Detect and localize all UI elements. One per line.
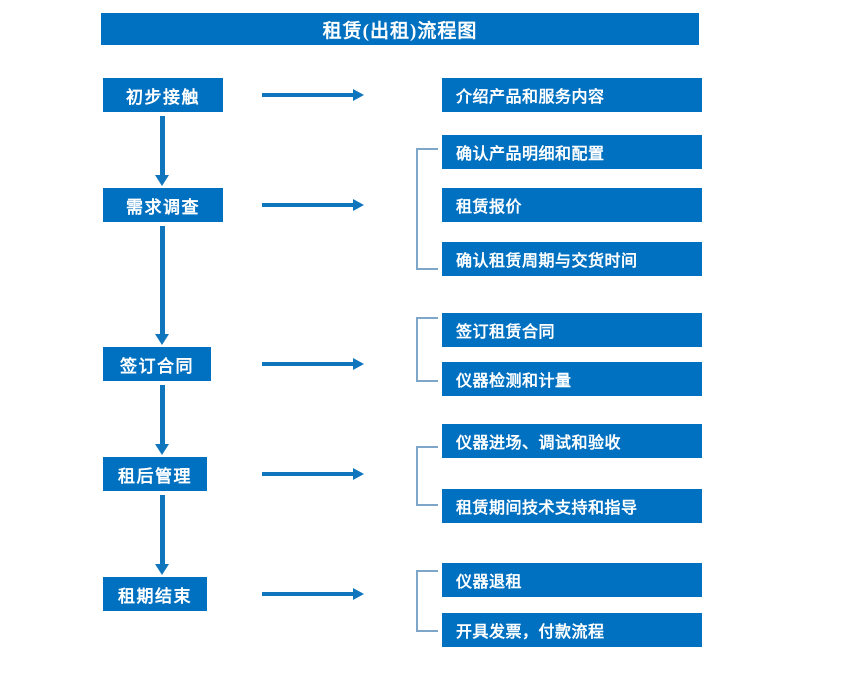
stage-box-sign-contract[interactable]: 签订合同 bbox=[103, 347, 211, 381]
detail-box-confirm-rental-period-delivery[interactable]: 确认租赁周期与交货时间 bbox=[442, 242, 702, 276]
stage-box-lease-end[interactable]: 租期结束 bbox=[103, 577, 207, 611]
group-bracket-icon-4 bbox=[416, 446, 438, 506]
stage-box-post-rental-management[interactable]: 租后管理 bbox=[103, 457, 207, 491]
detail-box-instrument-entry-commissioning-acceptance[interactable]: 仪器进场、调试和验收 bbox=[442, 424, 702, 458]
arrow-right-icon-4 bbox=[262, 468, 364, 480]
arrow-right-icon-3 bbox=[262, 358, 364, 370]
detail-box-instrument-inspection-metering[interactable]: 仪器检测和计量 bbox=[442, 362, 702, 396]
group-bracket-icon-3 bbox=[416, 317, 438, 382]
detail-box-introduce-products-services[interactable]: 介绍产品和服务内容 bbox=[442, 78, 702, 112]
detail-box-instrument-return[interactable]: 仪器退租 bbox=[442, 563, 702, 597]
stage-box-initial-contact[interactable]: 初步接触 bbox=[103, 78, 223, 112]
stage-box-demand-survey[interactable]: 需求调查 bbox=[103, 188, 223, 222]
group-bracket-icon-2 bbox=[416, 148, 438, 270]
arrow-down-icon-4 bbox=[155, 495, 169, 575]
arrow-down-icon-3 bbox=[155, 385, 169, 455]
detail-box-confirm-product-details-config[interactable]: 确认产品明细和配置 bbox=[442, 135, 702, 169]
detail-box-sign-rental-contract[interactable]: 签订租赁合同 bbox=[442, 313, 702, 347]
arrow-down-icon-2 bbox=[155, 226, 169, 345]
arrow-right-icon-1 bbox=[262, 89, 364, 101]
arrow-right-icon-2 bbox=[262, 199, 364, 211]
page-title: 租赁(出租)流程图 bbox=[101, 13, 699, 45]
arrow-down-icon-1 bbox=[155, 116, 169, 186]
detail-box-rental-quotation[interactable]: 租赁报价 bbox=[442, 188, 702, 222]
group-bracket-icon-5 bbox=[416, 570, 438, 632]
arrow-right-icon-5 bbox=[262, 588, 364, 600]
detail-box-invoice-payment-process[interactable]: 开具发票，付款流程 bbox=[442, 613, 702, 647]
detail-box-technical-support-guidance[interactable]: 租赁期间技术支持和指导 bbox=[442, 489, 702, 523]
